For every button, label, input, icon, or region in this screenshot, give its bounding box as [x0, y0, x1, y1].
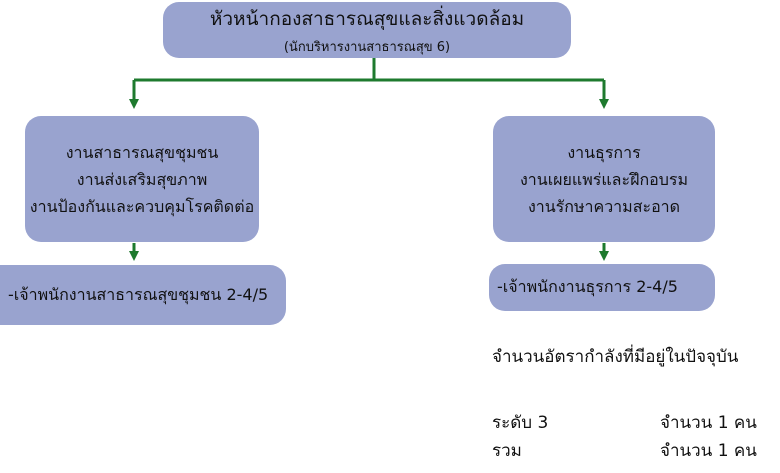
- left-staff-label: -เจ้าพนักงานสาธารณสุขชุมชน 2-4/5: [8, 284, 269, 304]
- left-box-line: งานส่งเสริมสุขภาพ: [76, 169, 208, 189]
- summary-row-label: ระดับ 3: [492, 413, 549, 433]
- left-box-line: งานสาธารณสุขชุมชน: [65, 142, 219, 162]
- right-staff-label: -เจ้าพนักงานธุรการ 2-4/5: [497, 277, 678, 296]
- administration-box: งานธุรการ งานเผยแพร่และฝึกอบรม งานรักษาค…: [493, 116, 715, 242]
- head-of-division-box: หัวหน้ากองสาธารณสุขและสิ่งแวดล้อม (นักบร…: [163, 2, 571, 58]
- right-box-line: งานรักษาความสะอาด: [527, 196, 681, 216]
- head-title: หัวหน้ากองสาธารณสุขและสิ่งแวดล้อม: [209, 7, 525, 30]
- right-box-line: งานธุรการ: [567, 142, 641, 162]
- community-health-box: งานสาธารณสุขชุมชน งานส่งเสริมสุขภาพ งานป…: [25, 116, 259, 242]
- community-health-staff-box: -เจ้าพนักงานสาธารณสุขชุมชน 2-4/5: [0, 265, 286, 325]
- summary-row-count: จำนวน 1 คน: [660, 441, 757, 461]
- admin-staff-box: -เจ้าพนักงานธุรการ 2-4/5: [489, 264, 715, 311]
- summary-heading: จำนวนอัตรากำลังที่มีอยู่ในปัจจุบัน: [492, 347, 739, 367]
- left-box-line: งานป้องกันและควบคุมโรคติดต่อ: [29, 196, 255, 216]
- summary-row-label: รวม: [492, 441, 522, 461]
- summary-row-count: จำนวน 1 คน: [660, 413, 757, 433]
- right-box-line: งานเผยแพร่และฝึกอบรม: [519, 169, 689, 189]
- head-subtitle: (นักบริหารงานสาธารณสุข 6): [283, 39, 451, 55]
